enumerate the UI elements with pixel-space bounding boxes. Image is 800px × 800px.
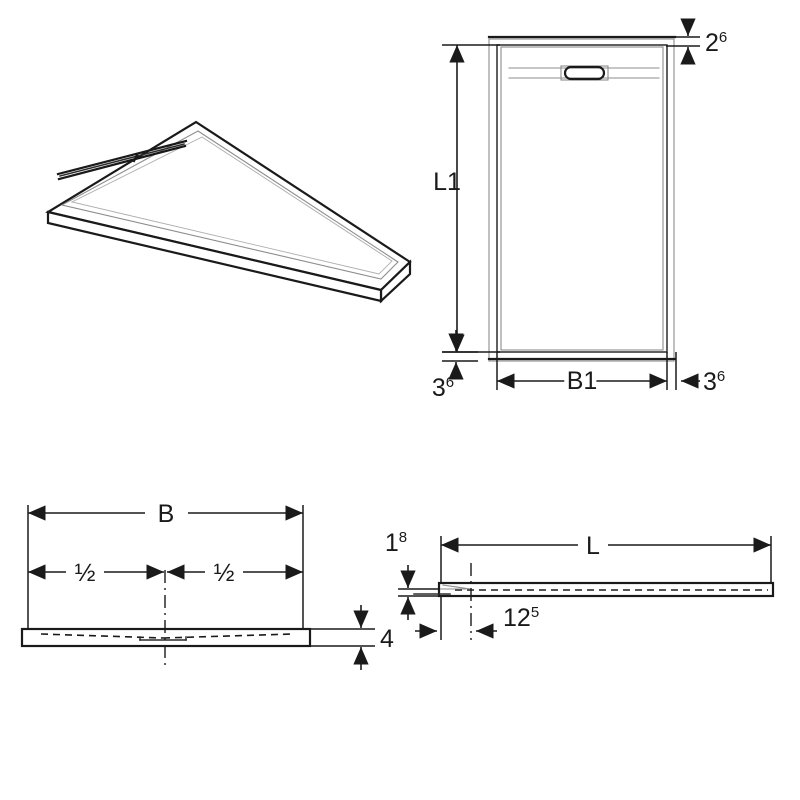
drain-grate [132, 153, 139, 163]
iso-right-edge-face [381, 262, 410, 301]
dimension-L: L [440, 532, 772, 583]
iso-front-edge-outline [46, 210, 383, 303]
drain-channel-bottom-line [57, 144, 187, 181]
iso-inner-rim [60, 130, 399, 280]
dimension-plan-bottom-gap: 36 [432, 330, 478, 402]
dimension-plan-top-gap-label: 26 [705, 29, 727, 57]
dimension-front-thickness-label: 4 [380, 625, 394, 653]
dimension-half-right-label: ½ [214, 559, 235, 587]
plan-tray-body [496, 44, 668, 353]
front-section-hidden-slope-right [162, 633, 293, 639]
dimension-plan-top-gap: 26 [666, 18, 727, 65]
dimension-side-thickness: 18 [385, 529, 440, 620]
dimension-L-label: L [586, 532, 600, 560]
dimension-half-left: ½ [28, 559, 164, 587]
iso-front-edge-face [48, 212, 381, 301]
dimension-half-right: ½ [167, 559, 303, 587]
dimension-front-thickness: 4 [305, 605, 394, 670]
drain-grate [563, 65, 606, 81]
dimension-L1-label: L1 [433, 168, 461, 196]
dimension-B1-label: B1 [567, 367, 598, 395]
dimension-B-label: B [158, 500, 175, 528]
side-section-taper-slope [442, 584, 471, 590]
dimension-side-offset: 125 [415, 596, 539, 640]
dimension-L1: L1 [433, 44, 500, 353]
side-section-view: L 18 125 [385, 529, 775, 640]
drain-channel-top-line [56, 139, 188, 176]
plan-view: L1 26 36 [432, 18, 727, 402]
dimension-half-left-label: ½ [75, 559, 96, 587]
dimension-B1: B1 B1 [496, 352, 668, 400]
dimension-B1-label-text: B1 [567, 367, 598, 395]
dimension-side-thickness-label: 18 [385, 529, 407, 557]
dimension-plan-right-gap: 36 [675, 352, 725, 396]
front-section-hidden-slope-left [40, 633, 164, 639]
drain-channel-inner-line [59, 143, 185, 177]
dimension-plan-bottom-gap-label: 36 [432, 374, 454, 402]
plan-tray-inner-outline [500, 46, 664, 351]
dimension-side-offset-label: 125 [503, 604, 539, 632]
dimension-plan-right-gap-label: 36 [703, 368, 725, 396]
drain-channel [56, 139, 188, 181]
isometric-view [45, 120, 412, 304]
plan-outer-flange [488, 38, 675, 362]
front-section-view: B ½ ½ 4 [20, 500, 394, 670]
drain-channel [508, 65, 660, 81]
front-section-slab [20, 627, 312, 648]
iso-inner-rim-secondary [70, 136, 393, 275]
dimension-B: B [27, 500, 304, 629]
